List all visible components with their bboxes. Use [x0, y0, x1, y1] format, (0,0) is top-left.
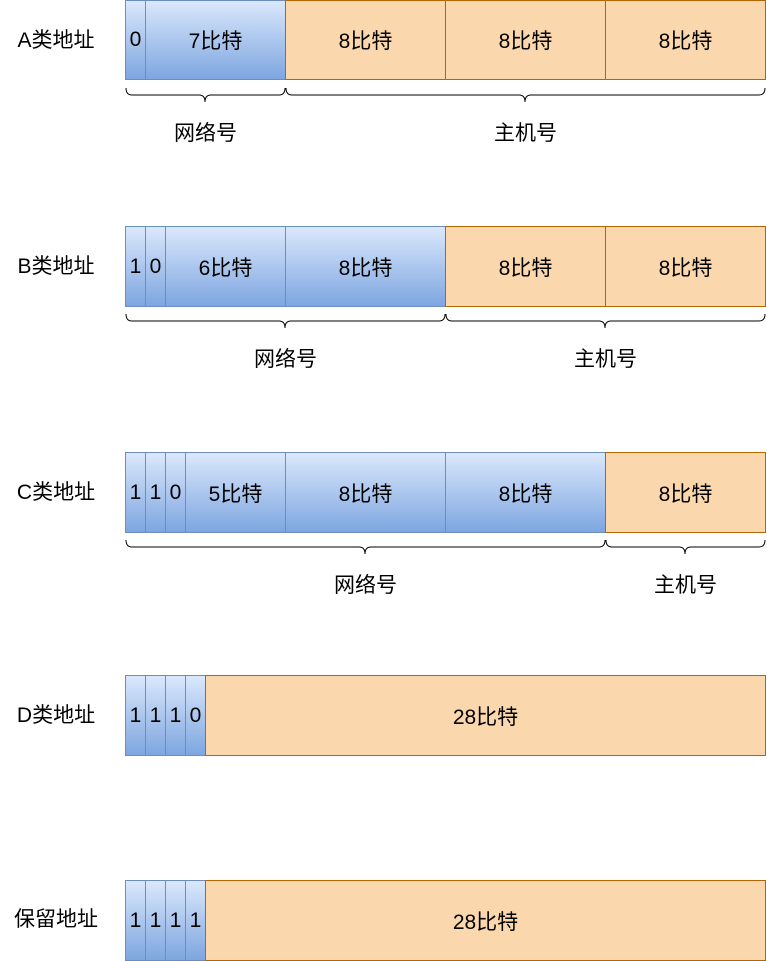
field-reserved-bit-1c: 1	[165, 880, 186, 961]
row-label-d: D类地址	[16, 704, 96, 727]
field-a-host-3: 8比特	[605, 0, 766, 80]
field-d-28bit: 28比特	[205, 675, 766, 756]
brace-b-host	[445, 313, 766, 329]
field-b-bit-1: 1	[125, 226, 146, 307]
row-label-reserved: 保留地址	[14, 908, 98, 931]
field-a-7bit: 7比特	[145, 0, 286, 80]
field-b-6bit: 6比特	[165, 226, 286, 307]
field-d-bit-0: 0	[185, 675, 206, 756]
field-c-bit-1a: 1	[125, 452, 146, 533]
field-reserved-bit-1b: 1	[145, 880, 166, 961]
field-reserved-28bit: 28比特	[205, 880, 766, 961]
brace-c-host	[605, 539, 766, 555]
field-b-host-1: 8比特	[445, 226, 606, 307]
brace-label-b-host: 主机号	[574, 348, 637, 371]
field-c-host: 8比特	[605, 452, 766, 533]
field-a-bit-0: 0	[125, 0, 146, 80]
field-c-bit-1b: 1	[145, 452, 166, 533]
brace-label-a-host: 主机号	[494, 122, 557, 145]
brace-label-a-network: 网络号	[174, 122, 237, 145]
field-c-net-8bit-1: 8比特	[285, 452, 446, 533]
brace-b-network	[125, 313, 446, 329]
brace-a-host	[285, 87, 766, 103]
field-d-bit-1c: 1	[165, 675, 186, 756]
field-a-host-2: 8比特	[445, 0, 606, 80]
field-b-net-8bit: 8比特	[285, 226, 446, 307]
field-b-bit-0: 0	[145, 226, 166, 307]
row-label-c: C类地址	[16, 481, 96, 504]
field-c-5bit: 5比特	[185, 452, 286, 533]
field-reserved-bit-1a: 1	[125, 880, 146, 961]
field-reserved-bit-1d: 1	[185, 880, 206, 961]
brace-a-network	[125, 87, 286, 103]
field-c-bit-0: 0	[165, 452, 186, 533]
field-b-host-2: 8比特	[605, 226, 766, 307]
row-label-a: A类地址	[17, 29, 95, 52]
brace-label-c-host: 主机号	[654, 574, 717, 597]
field-c-net-8bit-2: 8比特	[445, 452, 606, 533]
field-d-bit-1a: 1	[125, 675, 146, 756]
brace-c-network	[125, 539, 606, 555]
brace-label-b-network: 网络号	[254, 348, 317, 371]
brace-label-c-network: 网络号	[334, 574, 397, 597]
field-d-bit-1b: 1	[145, 675, 166, 756]
row-label-b: B类地址	[17, 255, 95, 278]
field-a-host-1: 8比特	[285, 0, 446, 80]
